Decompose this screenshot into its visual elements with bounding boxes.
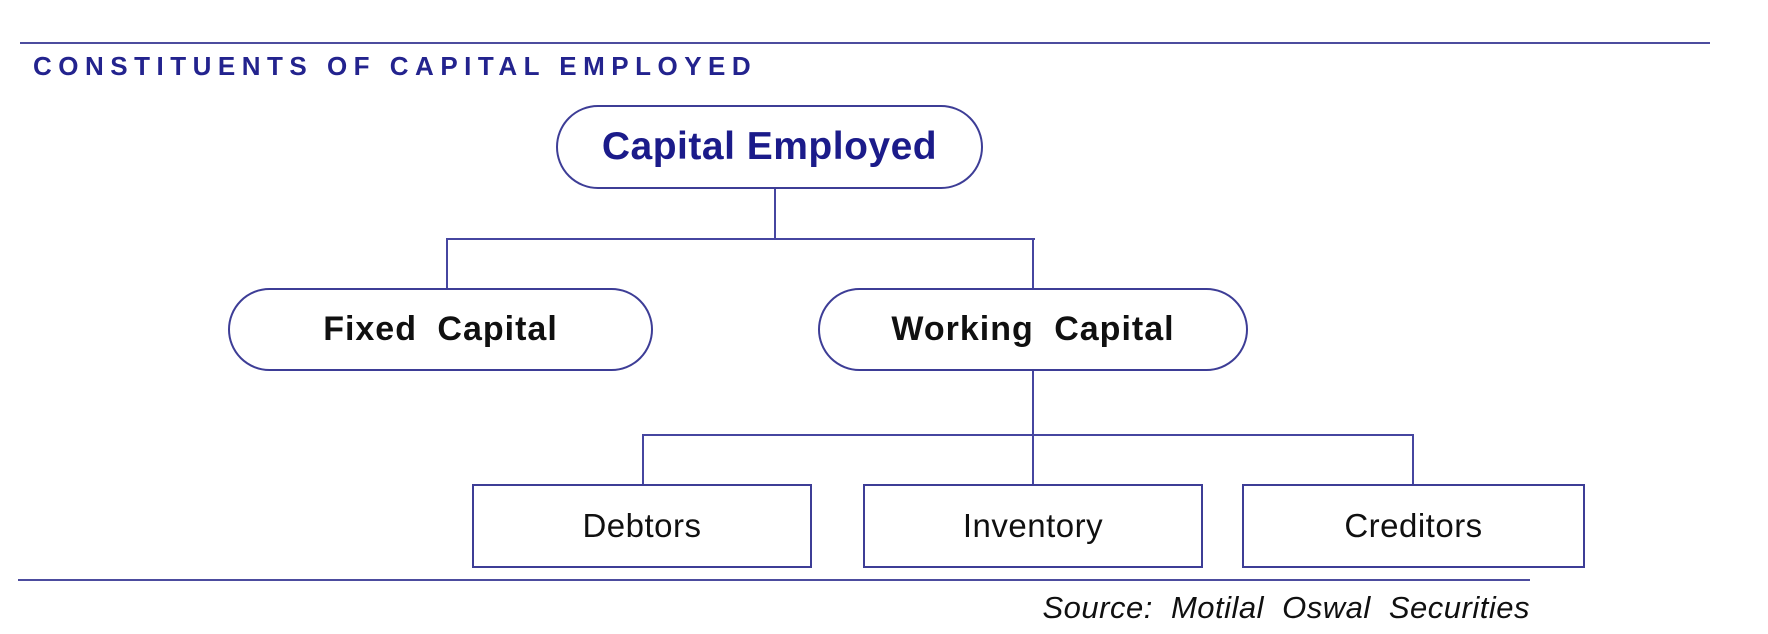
connector-creditors-leg <box>1412 434 1414 485</box>
bottom-divider <box>18 579 1530 581</box>
node-label: Creditors <box>1344 507 1483 544</box>
connector-inventory-leg <box>1032 434 1034 485</box>
node-debtors: Debtors <box>472 484 812 568</box>
connector-debtors-leg <box>642 434 644 485</box>
connector-level2-bar <box>642 434 1414 436</box>
source-credit: Source: Motilal Oswal Securities <box>1042 590 1530 625</box>
connector-working-capital-leg <box>1032 238 1034 289</box>
connector-working-capital-stem <box>1032 370 1034 436</box>
connector-root-stem <box>774 188 776 239</box>
node-creditors: Creditors <box>1242 484 1585 568</box>
node-label: Working Capital <box>891 310 1175 348</box>
top-divider <box>20 42 1710 44</box>
node-label: Debtors <box>582 507 702 544</box>
node-working-capital: Working Capital <box>818 288 1248 371</box>
connector-fixed-capital-leg <box>446 238 448 289</box>
node-label: Fixed Capital <box>323 310 558 348</box>
connector-level1-bar <box>446 238 1035 240</box>
node-label: Inventory <box>962 507 1104 544</box>
node-label: Capital Employed <box>601 125 938 168</box>
node-inventory: Inventory <box>863 484 1203 568</box>
node-fixed-capital: Fixed Capital <box>228 288 653 371</box>
node-capital-employed: Capital Employed <box>556 105 983 189</box>
page-title: CONSTITUENTS OF CAPITAL EMPLOYED <box>33 51 758 81</box>
